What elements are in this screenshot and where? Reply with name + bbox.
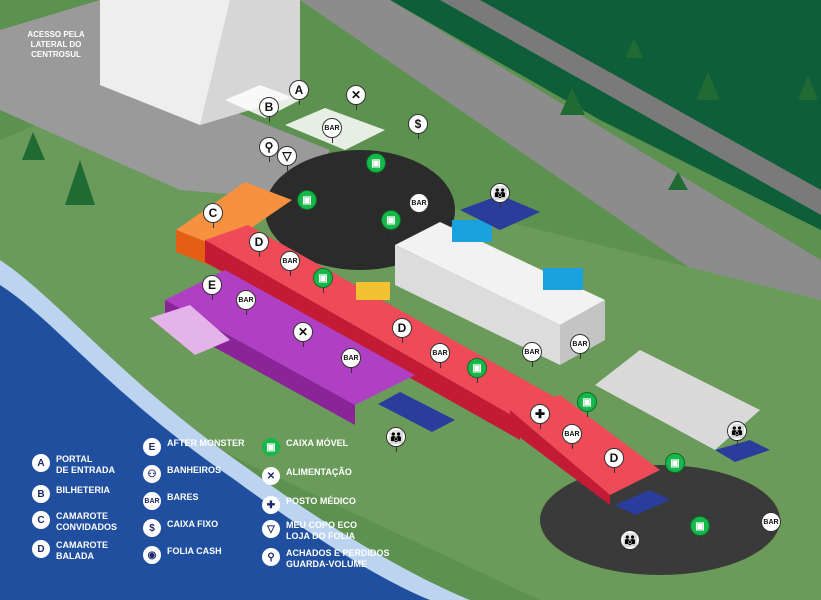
legend-item: $ CAIXA FIXO: [143, 519, 218, 537]
legend-label: BANHEIROS: [167, 465, 222, 475]
pin-bar[interactable]: BAR: [522, 342, 542, 367]
grandstand: [595, 350, 760, 450]
pin-bar[interactable]: BAR: [570, 334, 590, 359]
legend-label: CAIXA FIXO: [167, 519, 219, 529]
pin-zone-d-3[interactable]: D: [604, 448, 624, 473]
legend-label: DE ENTRADA: [56, 465, 116, 475]
restroom-icon[interactable]: 👪: [490, 183, 510, 208]
legend-label: BILHETERIA: [56, 485, 110, 495]
pin-bar[interactable]: BAR: [409, 193, 429, 218]
lake: [0, 285, 430, 600]
crowd-area-2: [540, 465, 780, 575]
legend-label: POSTO MÉDICO: [286, 496, 356, 506]
pin-zone-e[interactable]: E: [202, 275, 222, 300]
legend-label: CAIXA MÓVEL: [286, 438, 349, 448]
legend-label: CAMAROTE: [56, 511, 108, 521]
pin-zone-d-2[interactable]: D: [392, 318, 412, 343]
pin-bar[interactable]: BAR: [430, 343, 450, 368]
legend-label: PORTAL: [56, 454, 93, 464]
mobile-cash-icon[interactable]: ▣: [690, 516, 710, 541]
pin-bar[interactable]: BAR: [322, 118, 342, 143]
camarote-d: [205, 240, 520, 440]
mobile-cash-icon[interactable]: ▣: [381, 210, 401, 235]
legend-label: CONVIDADOS: [56, 522, 118, 532]
lost-found-icon[interactable]: ⚲: [259, 137, 279, 162]
highway: [300, 0, 821, 330]
legend-icon: D: [32, 540, 50, 558]
trees: [22, 38, 818, 205]
pin-bar[interactable]: BAR: [236, 290, 256, 315]
truck: [356, 282, 390, 300]
mobile-cash-icon[interactable]: ▣: [366, 153, 386, 178]
legend-label: ACHADOS E PERDIDOS: [286, 548, 390, 558]
legend-item: BAR BARES: [143, 492, 199, 510]
bar-icon: BAR: [143, 492, 161, 510]
legend-item: E AFTER MONSTER: [143, 438, 245, 456]
restroom-icon[interactable]: 👪: [727, 421, 747, 446]
legend-item: ▣ CAIXA MÓVEL: [262, 438, 348, 456]
legend-label: FOLIA CASH: [167, 546, 222, 556]
medical-icon[interactable]: ✚: [530, 404, 550, 429]
legend-icon: B: [32, 485, 50, 503]
legend-label: ALIMENTAÇÃO: [286, 467, 352, 477]
mobile-cash-icon[interactable]: ▣: [467, 358, 487, 383]
legend-label: CAMAROTE: [56, 540, 108, 550]
legend-icon: C: [32, 511, 50, 529]
pin-bar[interactable]: BAR: [761, 512, 781, 537]
legend-item: ✚ POSTO MÉDICO: [262, 496, 356, 514]
legend-item: ✕ ALIMENTAÇÃO: [262, 467, 352, 485]
food-icon[interactable]: ✕: [346, 85, 366, 110]
pin-bar[interactable]: BAR: [562, 424, 582, 449]
pin-zone-c[interactable]: C: [203, 203, 223, 228]
legend-icon: E: [143, 438, 161, 456]
legend-label: LOJA DO FOLIA: [286, 531, 356, 541]
legend-label: AFTER MONSTER: [167, 438, 245, 448]
mobile-cash-icon[interactable]: ▣: [297, 190, 317, 215]
pin-zone-a[interactable]: A: [289, 80, 309, 105]
legend-icon: A: [32, 454, 50, 472]
restroom-icon: ⚇: [143, 465, 161, 483]
pin-bar[interactable]: BAR: [341, 348, 361, 373]
dark-field: [390, 0, 821, 230]
legend-item: ⚇ BANHEIROS: [143, 465, 221, 483]
food-icon: ✕: [262, 467, 280, 485]
legend-label: BALADA: [56, 551, 94, 561]
lost-found-icon: ⚲: [262, 548, 280, 566]
mobile-cash-icon[interactable]: ▣: [577, 392, 597, 417]
restroom-icon[interactable]: 👪: [620, 530, 640, 555]
highway-2: [440, 0, 821, 215]
medical-icon: ✚: [262, 496, 280, 514]
pin-bar[interactable]: BAR: [280, 251, 300, 276]
legend-label: MEU COPO ECO: [286, 520, 358, 530]
legend-label: BARES: [167, 492, 199, 502]
cup-icon[interactable]: ▽: [277, 146, 297, 171]
pin-zone-d-1[interactable]: D: [249, 232, 269, 257]
mobile-cash-icon: ▣: [262, 438, 280, 456]
restroom-icon[interactable]: 👪: [386, 427, 406, 452]
pin-zone-b[interactable]: B: [259, 97, 279, 122]
mobile-cash-icon[interactable]: ▣: [665, 453, 685, 478]
legend-item: ◉ FOLIA CASH: [143, 546, 222, 564]
legend-label: GUARDA-VOLUME: [286, 559, 367, 569]
access-note: ACESSO PELA LATERAL DO CENTROSUL: [27, 30, 85, 59]
folia-cash-icon: ◉: [143, 546, 161, 564]
mobile-cash-icon[interactable]: ▣: [313, 268, 333, 293]
food-icon[interactable]: ✕: [293, 322, 313, 347]
cash-icon[interactable]: $: [408, 114, 428, 139]
legend-item: B BILHETERIA: [32, 485, 110, 503]
white-building: [395, 245, 560, 365]
cash-icon: $: [143, 519, 161, 537]
cup-icon: ▽: [262, 520, 280, 538]
